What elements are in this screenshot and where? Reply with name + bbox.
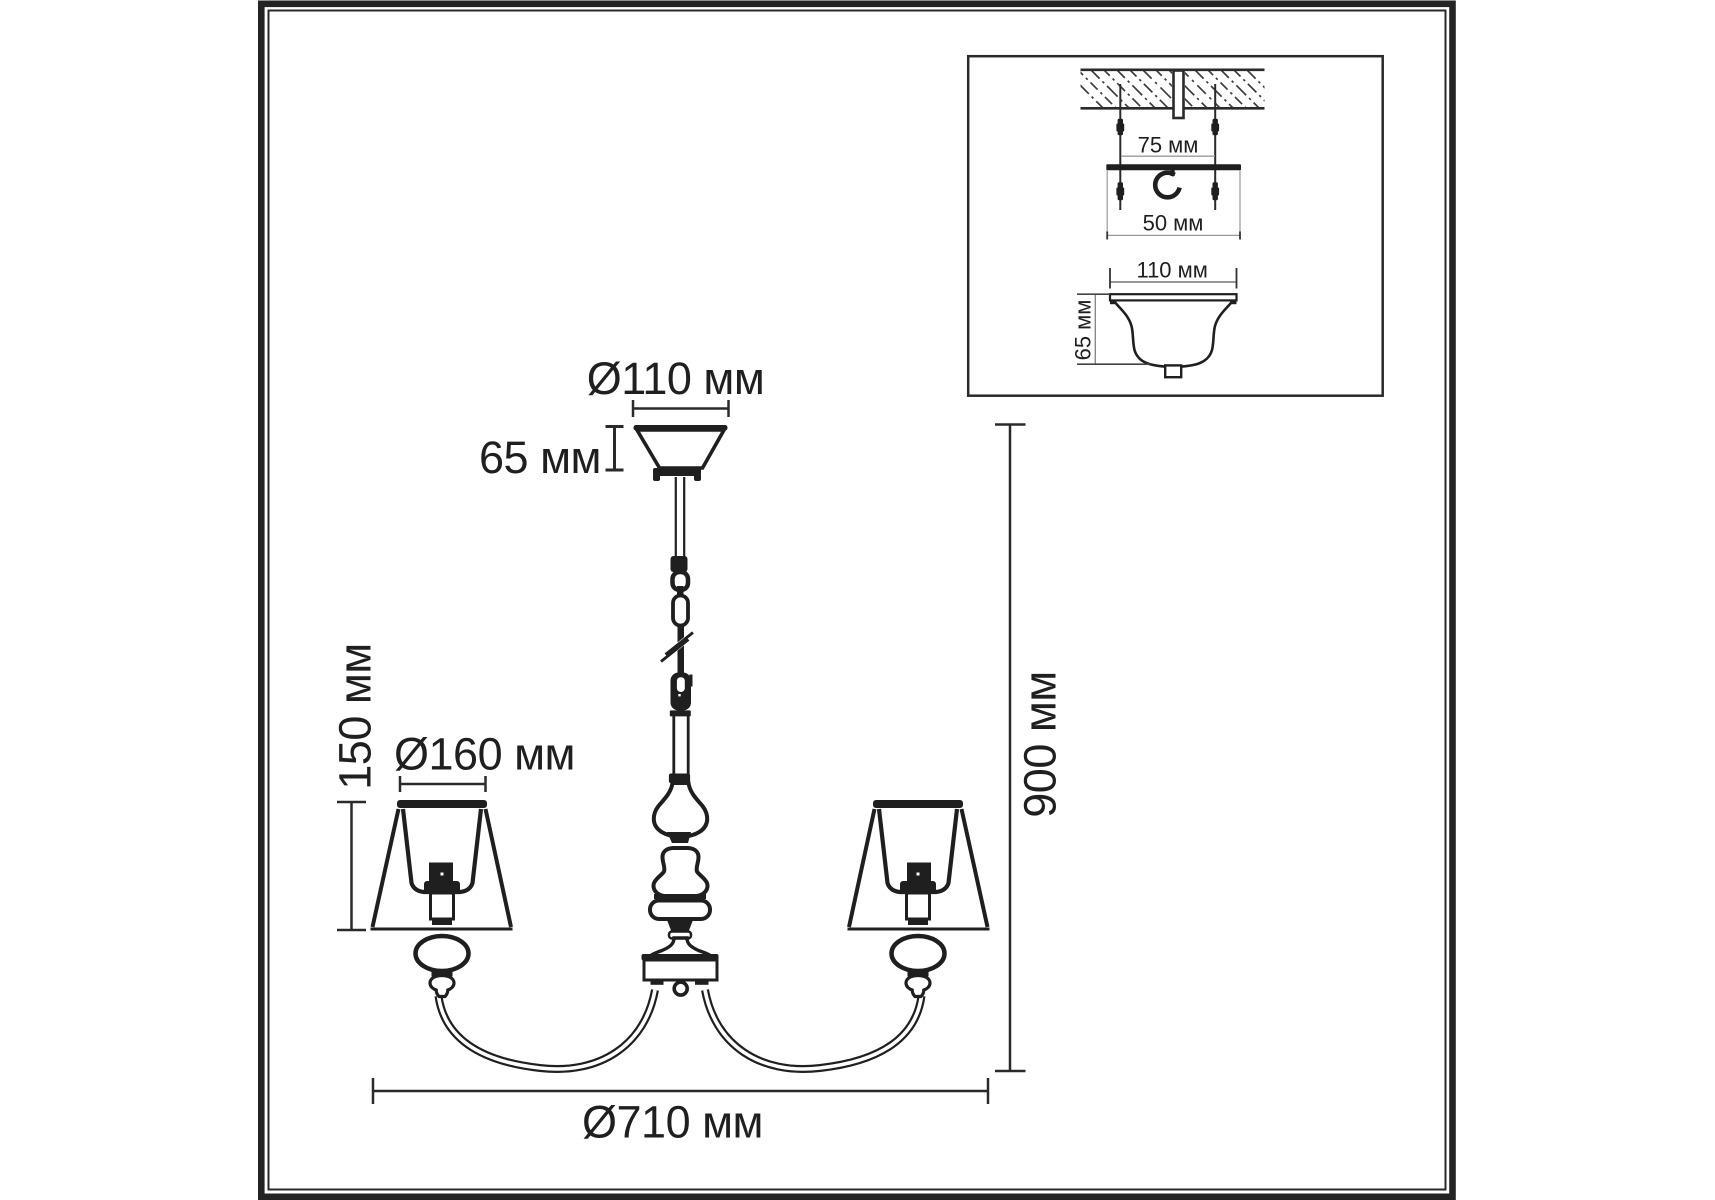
svg-text:65 мм: 65 мм bbox=[1071, 300, 1096, 361]
svg-text:Ø160 мм: Ø160 мм bbox=[394, 729, 575, 780]
svg-text:900 мм: 900 мм bbox=[1015, 671, 1066, 817]
svg-text:75 мм: 75 мм bbox=[1138, 133, 1199, 158]
svg-text:Ø110 мм: Ø110 мм bbox=[587, 353, 765, 404]
svg-text:Ø710 мм: Ø710 мм bbox=[582, 1097, 763, 1148]
svg-text:50 мм: 50 мм bbox=[1143, 211, 1204, 236]
svg-text:110 мм: 110 мм bbox=[1136, 258, 1207, 283]
svg-text:150 мм: 150 мм bbox=[330, 643, 381, 789]
svg-text:65 мм: 65 мм bbox=[479, 432, 601, 483]
